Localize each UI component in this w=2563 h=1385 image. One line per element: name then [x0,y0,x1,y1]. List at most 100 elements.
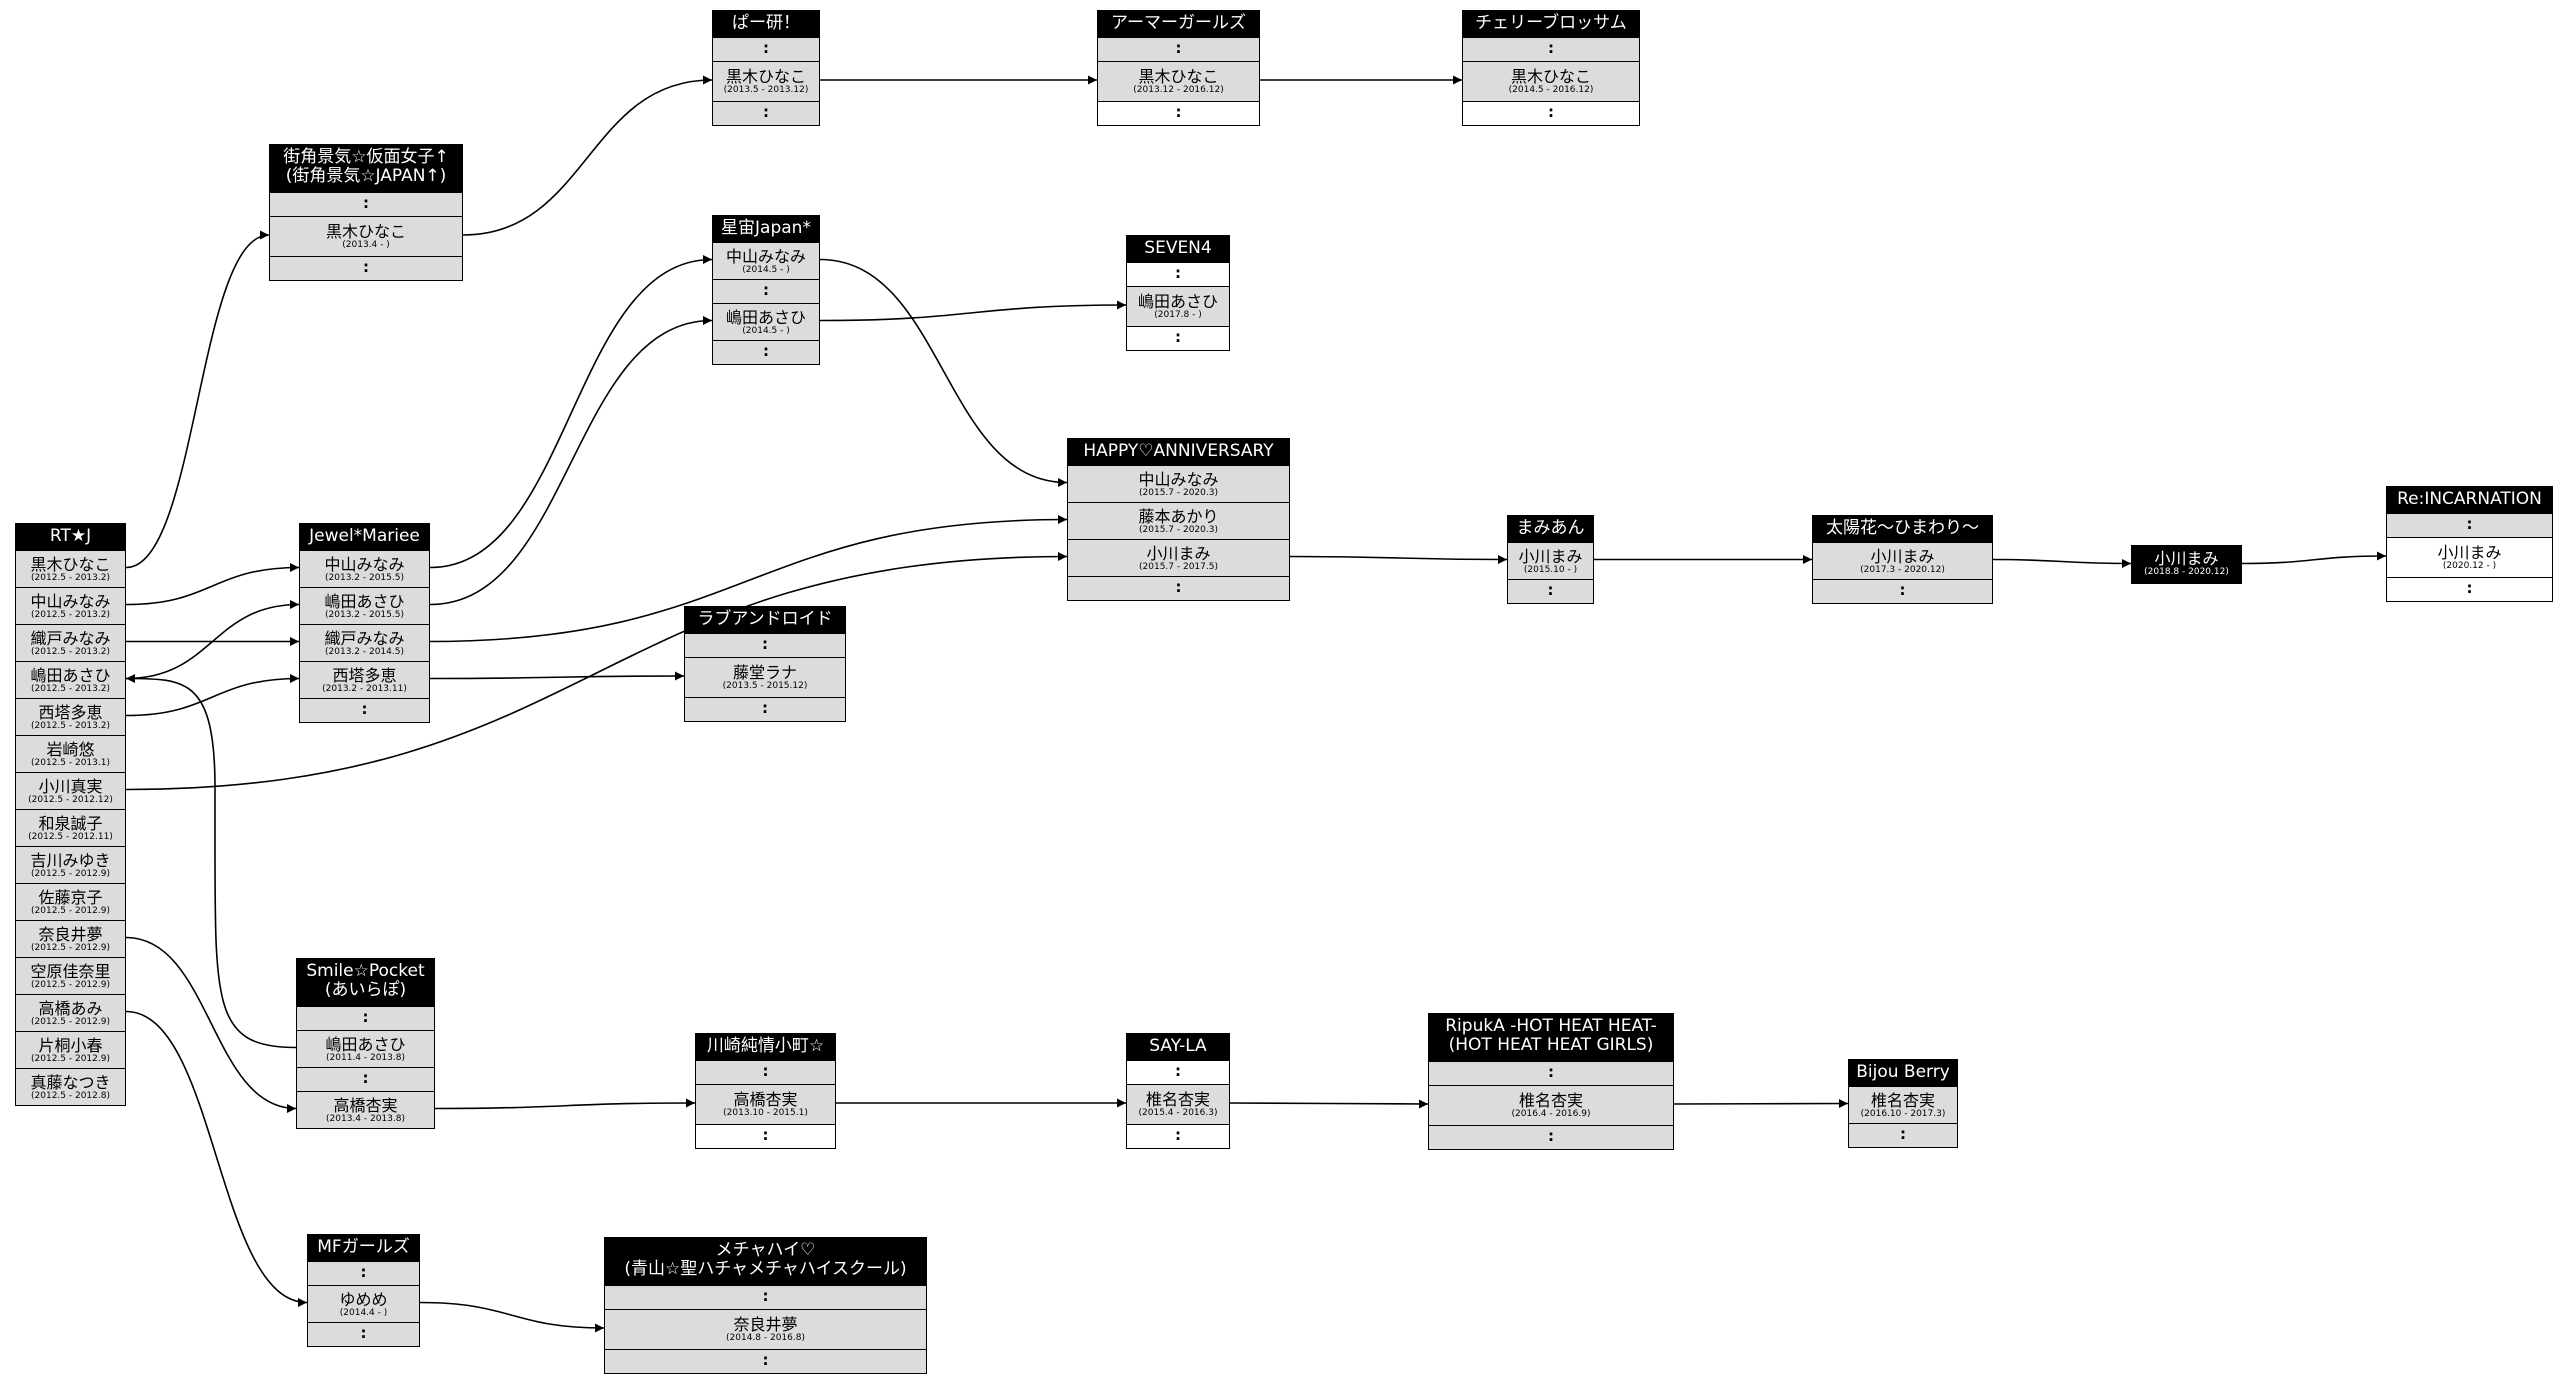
ellipsis-row: : [685,697,845,721]
member-name: 高橋杏実 [733,1090,798,1109]
member-row: 真藤なつき(2012.5 - 2012.8) [16,1068,125,1105]
ellipsis-mark: : [1548,1063,1554,1081]
member-row: 中山みなみ(2014.5 - ) [713,242,819,279]
member-row: 嶋田あさひ(2012.5 - 2013.2) [16,661,125,698]
member-row: 織戸みなみ(2012.5 - 2013.2) [16,624,125,661]
member-row: 奈良井夢(2012.5 - 2012.9) [16,920,125,957]
ellipsis-row: : [1127,1124,1229,1148]
ellipsis-row: : [696,1060,835,1084]
ellipsis-mark: : [762,1062,769,1080]
group-title: 太陽花～ひまわり～ [1813,516,1992,542]
group-node-armor: アーマーガールズ:黒木ひなこ(2013.12 - 2016.12): [1097,10,1260,126]
ellipsis-row: : [1098,37,1259,61]
ellipsis-mark: : [1175,1062,1181,1080]
ellipsis-mark: : [362,1069,369,1087]
member-period: (2012.5 - 2012.9) [31,979,110,990]
group-node-sayla: SAY-LA:椎名杏実(2015.4 - 2016.3): [1126,1033,1230,1149]
member-name: 小川真実 [38,776,103,796]
member-period: (2012.5 - 2013.1) [31,757,110,768]
ellipsis-row: : [297,1006,434,1030]
group-node-cherry: チェリーブロッサム:黒木ひなこ(2014.5 - 2016.12): [1462,10,1640,126]
ellipsis-row: : [1098,101,1259,125]
group-title: 星宙Japan* [713,216,819,242]
group-title: チェリーブロッサム [1463,11,1639,37]
ellipsis-mark: : [762,635,768,653]
ellipsis-row: : [1127,1060,1229,1084]
edge-connector [125,230,270,569]
edge-connector [419,1301,605,1333]
group-title: Bijou Berry [1849,1060,1957,1086]
member-name: 黒木ひなこ [325,222,406,241]
member-period: (2014.8 - 2016.8) [726,1333,805,1343]
group-node-ripuka: RipukA -HOT HEAT HEAT- (HOT HEAT HEAT GI… [1428,1013,1674,1150]
ellipsis-mark: : [362,1008,369,1026]
edge-connector [1992,558,2132,568]
member-name: 中山みなみ [1138,469,1219,489]
member-row: 藤本あかり(2015.7 - 2020.3) [1068,502,1289,539]
member-period: (2012.5 - 2012.8) [31,1090,110,1101]
member-period: (2013.5 - 2013.12) [723,85,809,95]
member-period: (2020.12 - ) [2442,561,2497,571]
group-node-seichu: 星宙Japan*中山みなみ(2014.5 - ):嶋田あさひ(2014.5 - … [712,215,820,365]
member-row: 椎名杏実(2016.10 - 2017.3) [1849,1086,1957,1123]
member-period: (2015.4 - 2016.3) [1138,1108,1218,1118]
member-row: 黒木ひなこ(2013.12 - 2016.12) [1098,61,1259,101]
ellipsis-row: : [1127,262,1229,286]
ellipsis-row: : [1463,101,1639,125]
member-row: 小川真実(2012.5 - 2012.12) [16,772,125,809]
member-name: 小川まみ [1146,543,1211,563]
member-name: 嶋田あさひ [325,1034,406,1054]
member-row: ゆめめ(2014.4 - ) [308,1285,419,1322]
member-period: (2016.10 - 2017.3) [1860,1108,1946,1119]
ellipsis-mark: : [1175,328,1181,346]
ellipsis-row: : [1463,37,1639,61]
ellipsis-mark: : [1547,581,1554,599]
member-period: (2012.5 - 2012.9) [31,868,110,879]
member-period: (2012.5 - 2012.9) [31,905,110,916]
ellipsis-mark: : [1175,39,1182,57]
member-name: 椎名杏実 [1518,1091,1583,1110]
group-node-smile: Smile☆Pocket (あいらぽ): 嶋田あさひ(2011.4 - 2013.… [296,958,435,1129]
member-name: 吉川みゆき [30,850,111,870]
ellipsis-row: : [308,1322,419,1346]
member-row: 岩崎悠(2012.5 - 2013.1) [16,735,125,772]
member-row: 小川まみ(2017.3 - 2020.12) [1813,542,1992,579]
member-name: 嶋田あさひ [725,307,806,327]
member-name: 椎名杏実 [1870,1090,1935,1110]
member-period: (2016.4 - 2016.9) [1511,1109,1591,1119]
member-period: (2017.3 - 2020.12) [1860,564,1945,575]
member-name: 岩崎悠 [46,739,95,759]
ellipsis-mark: : [762,1126,769,1144]
member-period: (2012.5 - 2013.2) [31,683,110,694]
member-row: 小川まみ(2015.7 - 2017.5) [1068,539,1289,576]
member-period: (2013.12 - 2016.12) [1133,85,1224,95]
ellipsis-row: : [308,1261,419,1285]
member-name: 織戸みなみ [30,628,111,648]
member-name: 高橋杏実 [333,1095,398,1115]
edge-connector [429,255,713,569]
member-name: 小川まみ [1870,546,1935,566]
member-name: 黒木ひなこ [725,67,806,86]
member-period: (2015.7 - 2017.5) [1139,561,1218,572]
member-name: 空原佳奈里 [30,961,111,981]
group-title: Re:INCARNATION [2387,487,2552,513]
edge-connector [429,671,685,681]
group-node-love: ラブアンドロイド:藤堂ラナ(2013.5 - 2015.12): [684,606,846,722]
member-name: 高橋あみ [38,998,103,1018]
group-title: Jewel*Mariee [300,524,429,550]
member-row: 佐藤京子(2012.5 - 2012.9) [16,883,125,920]
member-row: 小川まみ(2018.8 - 2020.12) [2132,546,2241,583]
member-row: 高橋あみ(2012.5 - 2012.9) [16,994,125,1031]
ellipsis-mark: : [1175,264,1181,282]
member-period: (2011.4 - 2013.8) [326,1052,405,1063]
ellipsis-row: : [1508,579,1593,603]
edge-connector [125,674,297,1049]
member-row: 中山みなみ(2015.7 - 2020.3) [1068,465,1289,502]
member-period: (2013.4 - ) [342,240,390,250]
member-name: 小川まみ [2154,549,2219,568]
ellipsis-row: : [713,279,819,303]
group-title: Smile☆Pocket (あいらぽ) [297,959,434,1006]
ellipsis-mark: : [2466,515,2473,533]
